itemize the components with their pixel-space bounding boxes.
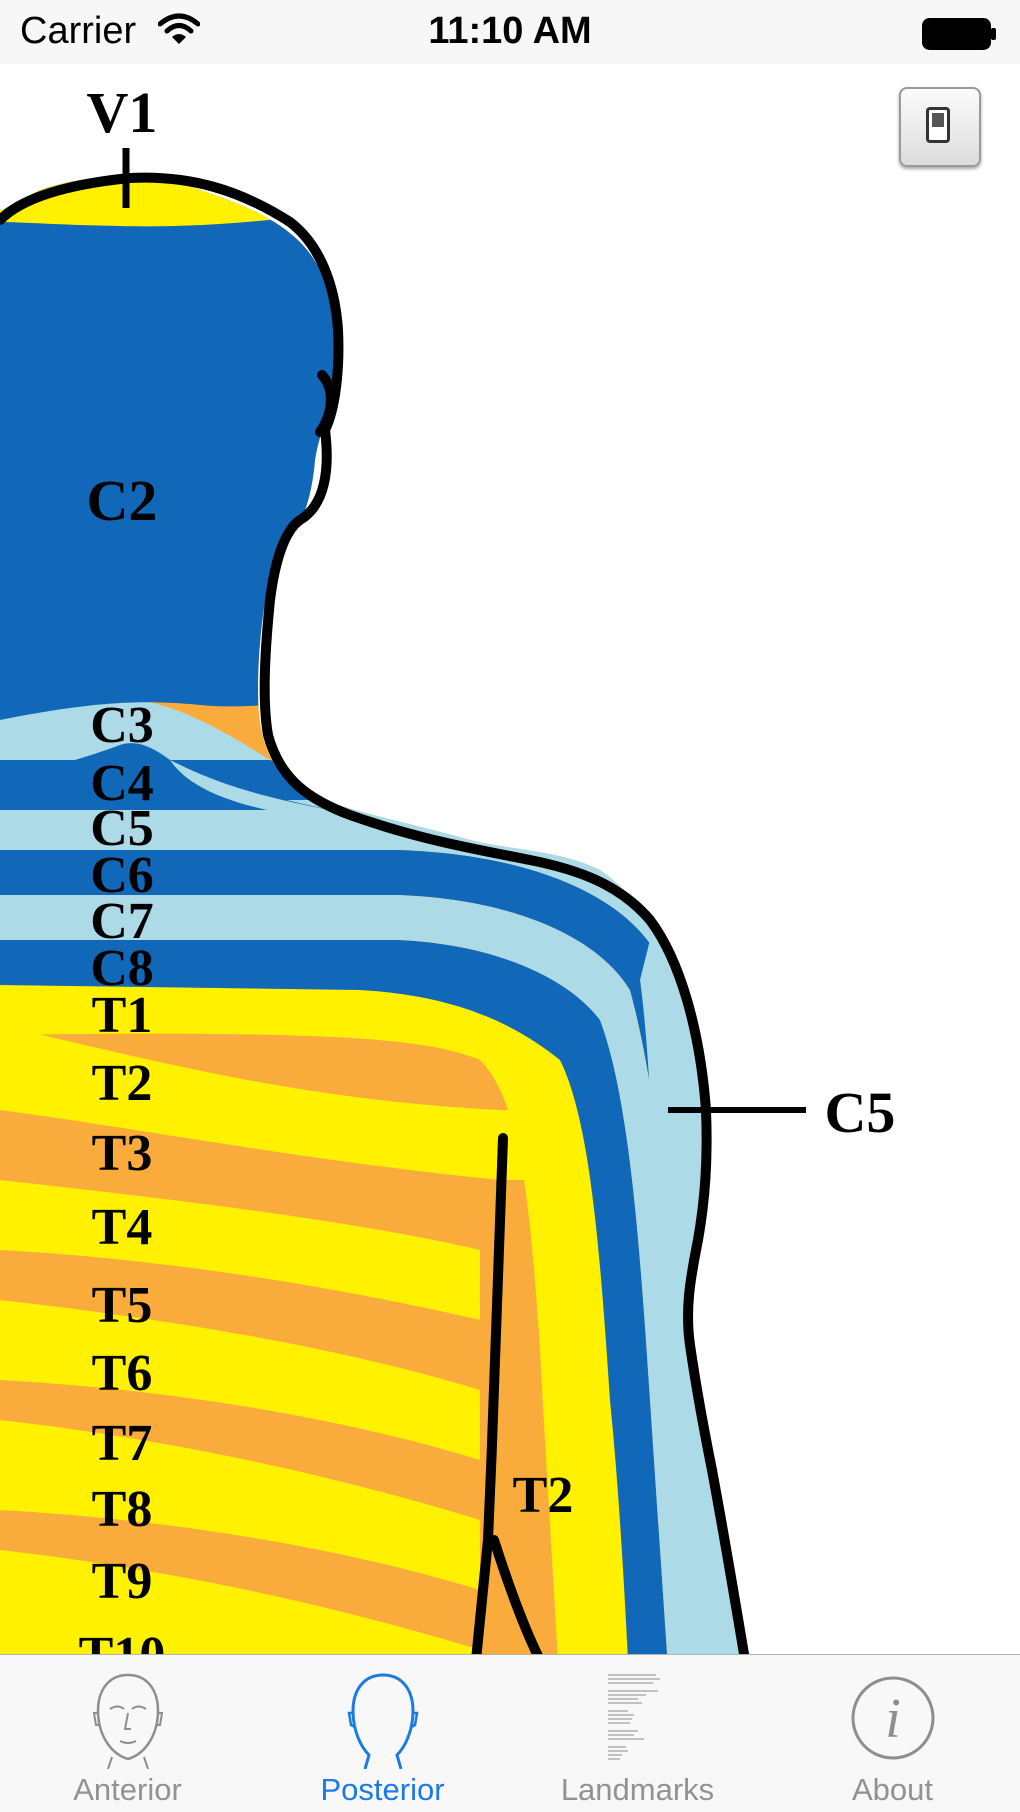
posterior-dermatome-map[interactable]: V1 C2 C3 C4 C5 C6 C7 C8 T1 T2 T3 T4 T5 T…	[0, 64, 1020, 1654]
label-t6: T6	[92, 1345, 153, 1402]
label-c6: C6	[90, 847, 154, 904]
battery-icon	[922, 18, 996, 50]
label-c7: C7	[90, 893, 154, 950]
tab-label-anterior: Anterior	[73, 1772, 182, 1807]
tab-landmarks[interactable]: Landmarks	[510, 1655, 765, 1812]
tab-label-posterior: Posterior	[320, 1772, 445, 1807]
label-c2: C2	[87, 468, 158, 533]
label-arm-t2: T2	[513, 1467, 574, 1524]
tab-label-landmarks: Landmarks	[560, 1772, 715, 1807]
label-t5: T5	[92, 1277, 153, 1334]
info-icon: i	[851, 1676, 934, 1760]
tab-about[interactable]: i About	[765, 1655, 1020, 1812]
label-c8: C8	[90, 940, 154, 997]
face-icon	[92, 1673, 163, 1769]
head-back-icon	[347, 1673, 418, 1769]
label-t2: T2	[92, 1055, 153, 1112]
svg-text:i: i	[885, 1688, 901, 1750]
light-switch-icon	[926, 107, 950, 143]
tab-posterior[interactable]: Posterior	[255, 1655, 510, 1812]
label-c4: C4	[90, 755, 154, 812]
label-t10: T10	[79, 1627, 166, 1654]
label-c3: C3	[90, 697, 154, 754]
label-v1: V1	[87, 80, 158, 145]
status-time: 11:10 AM	[428, 10, 592, 52]
tab-label-about: About	[851, 1772, 933, 1807]
label-t7: T7	[92, 1415, 153, 1472]
tab-bar: Anterior Posterior Landmarks i About	[0, 1654, 1020, 1812]
tab-anterior[interactable]: Anterior	[0, 1655, 255, 1812]
status-bar: Carrier 11:10 AM	[0, 0, 1020, 64]
label-arm-c5: C5	[825, 1080, 896, 1145]
label-t3: T3	[92, 1125, 153, 1182]
light-switch-button[interactable]	[899, 87, 981, 167]
label-c5: C5	[90, 800, 154, 857]
wifi-icon	[158, 13, 200, 44]
text-list-icon	[607, 1674, 660, 1760]
label-t8: T8	[92, 1481, 153, 1538]
label-t9: T9	[92, 1553, 153, 1610]
carrier-name: Carrier	[20, 10, 137, 52]
dermatome-diagram: V1 C2 C3 C4 C5 C6 C7 C8 T1 T2 T3 T4 T5 T…	[0, 80, 896, 1654]
label-t4: T4	[92, 1199, 153, 1256]
label-t1: T1	[92, 987, 153, 1044]
